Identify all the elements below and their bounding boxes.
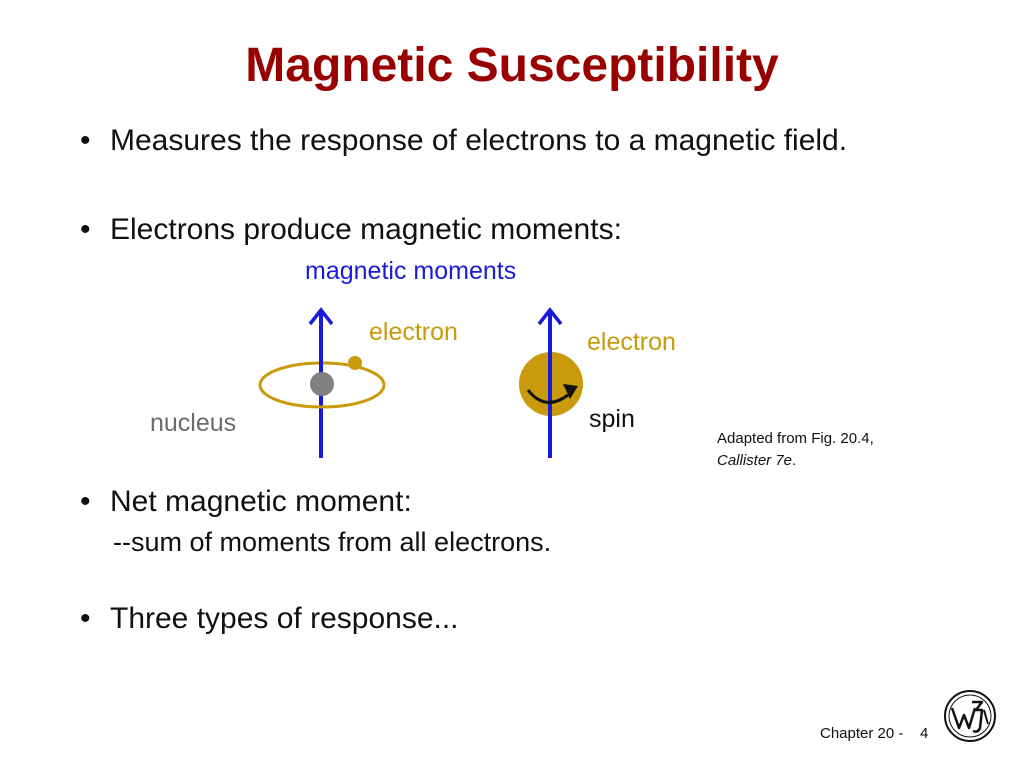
spin-rotation-arrowhead [563, 384, 578, 399]
bullet-item: • Measures the response of electrons to a… [80, 124, 847, 158]
nucleus-circle [310, 372, 334, 396]
footer-page-number: 4 [920, 725, 929, 742]
credit-book-title: Callister 7e [717, 452, 793, 469]
wiley-logo-icon [944, 690, 996, 742]
bullet-dot: • [80, 213, 91, 246]
spin-rotation-arrow [526, 389, 569, 404]
figure-credit: Adapted from Fig. 20.4, Callister 7e. [717, 428, 874, 472]
bullet-text: Electrons produce magnetic moments: [110, 213, 622, 246]
bullet-dot: • [80, 124, 91, 157]
spin-label: spin [589, 405, 635, 433]
credit-line-1: Adapted from Fig. 20.4, [717, 430, 874, 447]
nucleus-label: nucleus [150, 409, 237, 437]
bullet-item: • Three types of response... [80, 602, 459, 636]
spin-moment-figure [519, 307, 583, 458]
net-moment-detail: --sum of moments from all electrons. [113, 527, 552, 557]
bullet-item: • Net magnetic moment: [80, 485, 412, 519]
credit-suffix: . [792, 452, 797, 469]
orbiting-electron [348, 356, 362, 370]
bullet-item: • Electrons produce magnetic moments: [80, 213, 622, 247]
slide-title: Magnetic Susceptibility [245, 39, 779, 92]
magnetic-moments-heading: magnetic moments [305, 257, 517, 285]
spin-arrowhead [537, 307, 563, 326]
bullet-text: Measures the response of electrons to a … [110, 124, 848, 157]
bullet-dot: • [80, 602, 91, 635]
credit-line-2: Callister 7e. [717, 450, 874, 472]
orbital-electron-label: electron [369, 318, 458, 346]
bullet-text: Net magnetic moment: [110, 485, 412, 518]
spin-electron-label: electron [587, 328, 676, 356]
bullet-text: Three types of response... [110, 602, 459, 635]
orbit-path-front [258, 384, 386, 409]
orbital-arrowhead [308, 307, 334, 326]
footer-chapter: Chapter 20 - [820, 725, 904, 742]
bullet-dot: • [80, 485, 91, 518]
orbital-moment-figure [258, 307, 386, 458]
